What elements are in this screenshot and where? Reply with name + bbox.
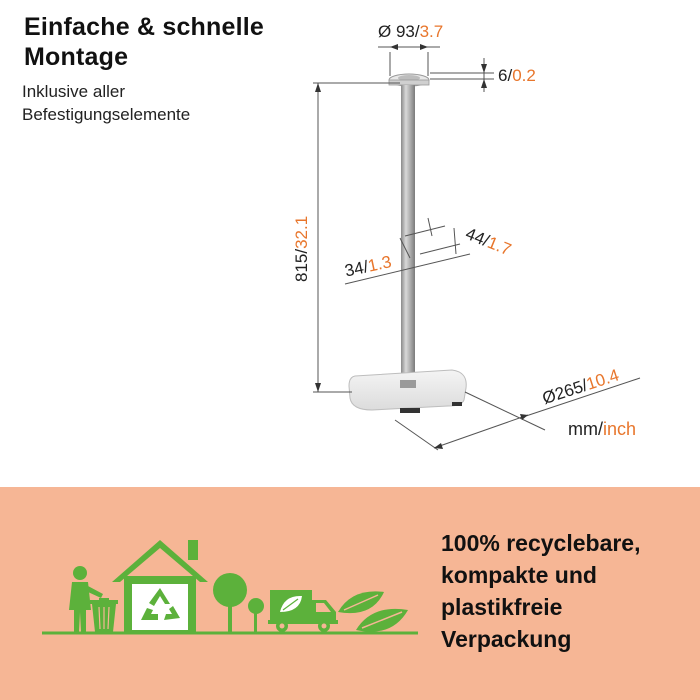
leaves-icon: [338, 591, 408, 632]
tree-icon: [213, 573, 264, 633]
dim-top-diameter: Ø 93/3.7: [378, 22, 444, 41]
dimension-lines: [313, 46, 641, 451]
page-subtitle: Inklusive aller Befestigungselemente: [22, 82, 191, 124]
stand-base: [348, 369, 467, 413]
page-title: Einfache & schnelle Montage: [24, 13, 264, 71]
bin-stripes: [98, 606, 110, 630]
dimension-arrows: [315, 44, 528, 449]
product-panel: [0, 0, 700, 487]
units-legend: mm/inch: [568, 419, 637, 439]
house-recycle-icon: [112, 540, 208, 633]
eco-banner: [0, 487, 700, 700]
person-recycling-icon: [69, 566, 118, 632]
dim-top-thickness: 6/0.2: [498, 66, 536, 85]
stand-column: [401, 85, 415, 387]
truck-details: [279, 603, 331, 629]
packaging-claim: 100% recyclebare, kompakte und plastikfr…: [441, 530, 641, 652]
